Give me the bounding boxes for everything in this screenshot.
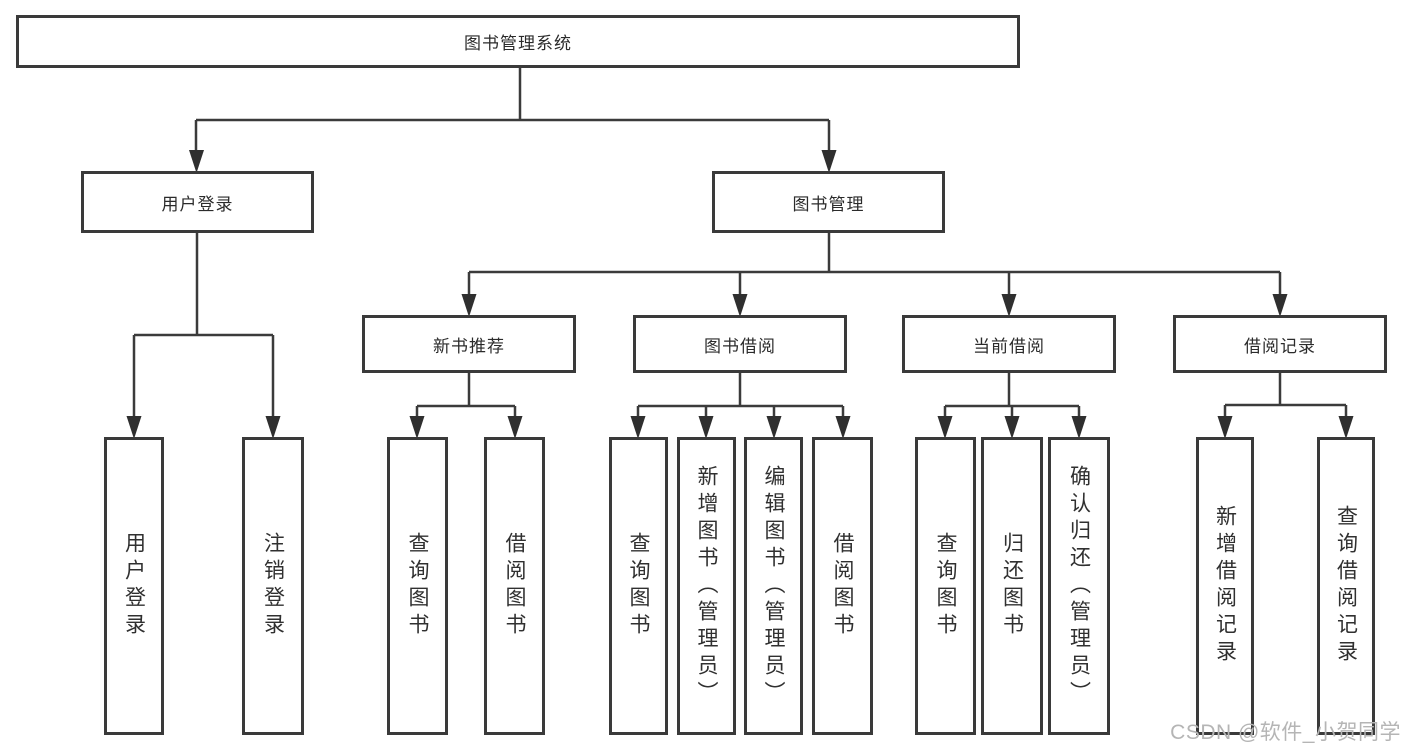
leaf-label: 注销登录	[261, 532, 285, 640]
leaf-label: 查询图书	[406, 532, 429, 640]
leaf-label: 编辑图书（管理员）	[762, 464, 785, 708]
node-label: 借阅记录	[1244, 336, 1316, 356]
leaf-query-books-current: 查询图书	[915, 437, 976, 735]
leaf-borrow-books-borrowing: 借阅图书	[812, 437, 873, 735]
leaf-label: 新增图书（管理员）	[695, 464, 718, 708]
node-current-borrowing: 当前借阅	[902, 315, 1116, 373]
leaf-add-borrow-record: 新增借阅记录	[1196, 437, 1254, 735]
leaf-label: 归还图书	[1000, 532, 1024, 640]
node-book-management-system: 图书管理系统	[16, 15, 1020, 68]
node-user-login-branch: 用户登录	[81, 171, 314, 233]
leaf-label: 查询借阅记录	[1334, 505, 1358, 667]
leaf-logout: 注销登录	[242, 437, 304, 735]
node-book-management-branch: 图书管理	[712, 171, 945, 233]
leaf-label: 借阅图书	[503, 532, 526, 640]
leaf-label: 查询图书	[934, 532, 957, 640]
leaf-query-books-borrowing: 查询图书	[609, 437, 668, 735]
leaf-label: 确认归还（管理员）	[1067, 464, 1091, 708]
node-label: 图书借阅	[704, 336, 776, 356]
leaf-add-books-admin: 新增图书（管理员）	[677, 437, 736, 735]
node-new-book-recommendation: 新书推荐	[362, 315, 576, 373]
csdn-watermark: CSDN @软件_小贺同学	[1170, 721, 1401, 744]
leaf-query-books-recommend: 查询图书	[387, 437, 448, 735]
leaf-confirm-return-admin: 确认归还（管理员）	[1048, 437, 1110, 735]
node-label: 当前借阅	[973, 336, 1045, 356]
leaf-label: 用户登录	[122, 532, 146, 640]
leaf-return-books: 归还图书	[981, 437, 1043, 735]
node-label: 图书管理	[792, 194, 865, 214]
leaf-query-borrow-record: 查询借阅记录	[1317, 437, 1375, 735]
node-book-borrowing: 图书借阅	[633, 315, 847, 373]
leaf-user-login: 用户登录	[104, 437, 164, 735]
node-label: 用户登录	[161, 194, 234, 214]
node-borrowing-records: 借阅记录	[1173, 315, 1387, 373]
leaf-label: 借阅图书	[831, 532, 854, 640]
leaf-label: 查询图书	[627, 532, 650, 640]
leaf-edit-books-admin: 编辑图书（管理员）	[744, 437, 803, 735]
leaf-borrow-books-recommend: 借阅图书	[484, 437, 545, 735]
leaf-label: 新增借阅记录	[1213, 505, 1237, 667]
node-label: 图书管理系统	[464, 34, 572, 53]
node-label: 新书推荐	[433, 336, 505, 356]
